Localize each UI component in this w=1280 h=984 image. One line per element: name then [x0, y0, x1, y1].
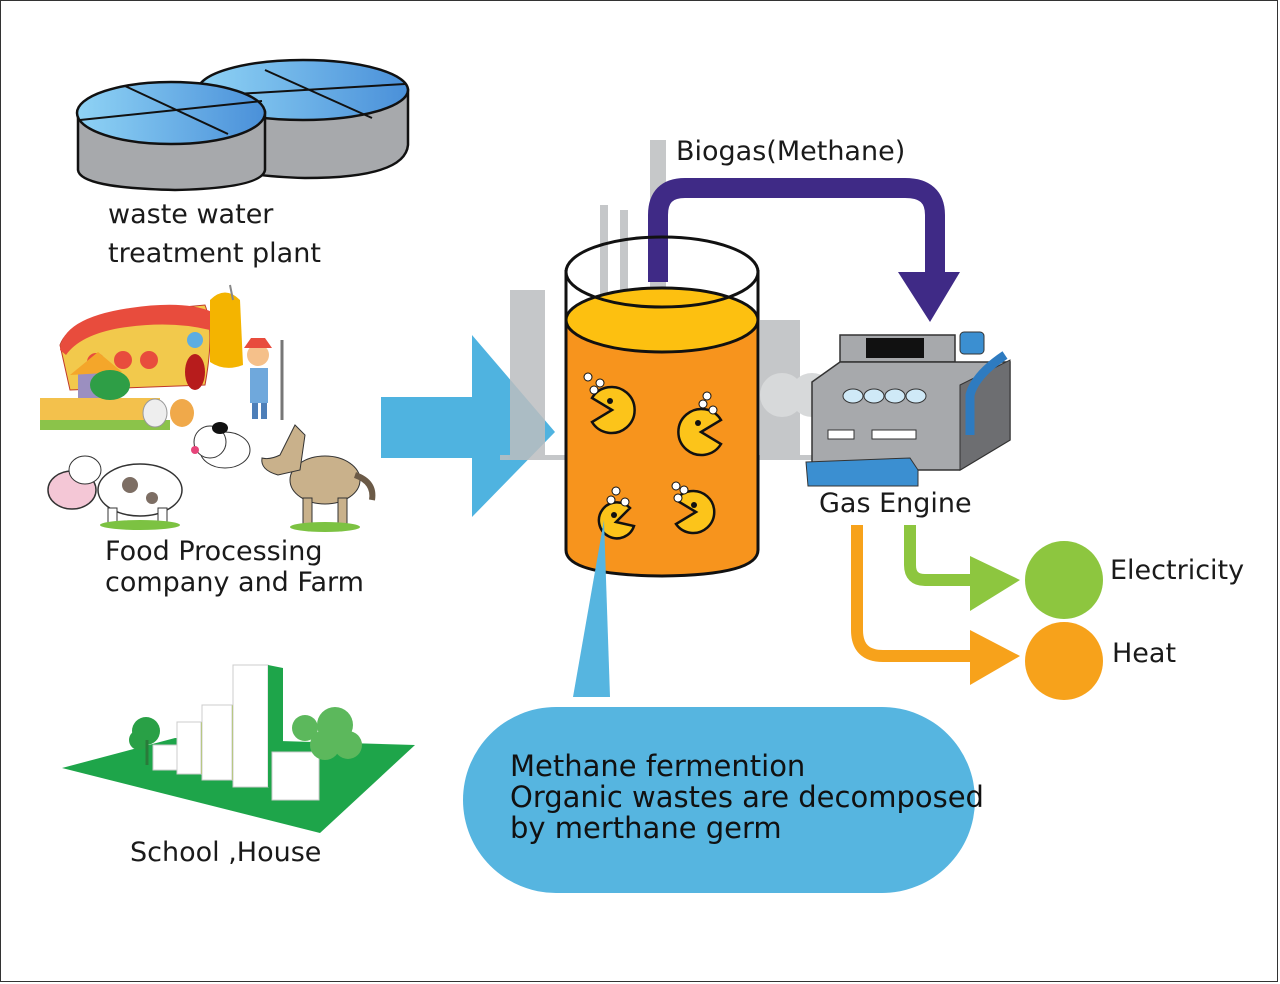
callout-line-1: Methane fermention — [510, 749, 806, 783]
wastewater-label-line-1: waste water — [108, 199, 274, 230]
farm-label-line-1: Food Processing — [105, 536, 323, 567]
biogas-arrow — [648, 178, 945, 282]
school-house-label: School ,House — [130, 837, 322, 868]
gas-engine-label: Gas Engine — [819, 488, 972, 519]
heat-arrow — [851, 525, 975, 662]
biogas-label: Biogas(Methane) — [676, 136, 906, 167]
callout-line-2: Organic wastes are decomposed — [510, 780, 984, 814]
inflow-arrow — [381, 335, 555, 517]
bacteria-group — [583, 372, 723, 540]
wastewater-tanks-icon — [75, 58, 410, 192]
callout-pointer — [573, 520, 610, 697]
farm-label-line-2: company and Farm — [105, 567, 364, 598]
biogas-arrowhead — [898, 272, 960, 322]
bacteria-icon — [597, 486, 636, 540]
bacteria-icon — [677, 391, 723, 457]
electricity-arrowhead — [970, 556, 1020, 611]
electricity-output-circle — [1025, 541, 1103, 619]
farm-animals-icon — [40, 284, 376, 532]
heat-output-circle — [1025, 622, 1103, 700]
heat-arrowhead — [970, 630, 1020, 685]
wastewater-label-line-2: treatment plant — [108, 238, 321, 269]
electricity-label: Electricity — [1110, 555, 1245, 586]
callout-line-3: by merthane germ — [510, 811, 782, 845]
bacteria-icon — [583, 372, 636, 435]
heat-label: Heat — [1112, 638, 1177, 669]
electricity-arrow — [904, 525, 975, 586]
callout-bubble — [463, 707, 975, 893]
digester-tank-icon — [564, 235, 760, 578]
city-buildings-icon — [62, 664, 415, 833]
bacteria-icon — [671, 481, 716, 535]
gas-engine-icon — [805, 331, 1011, 487]
